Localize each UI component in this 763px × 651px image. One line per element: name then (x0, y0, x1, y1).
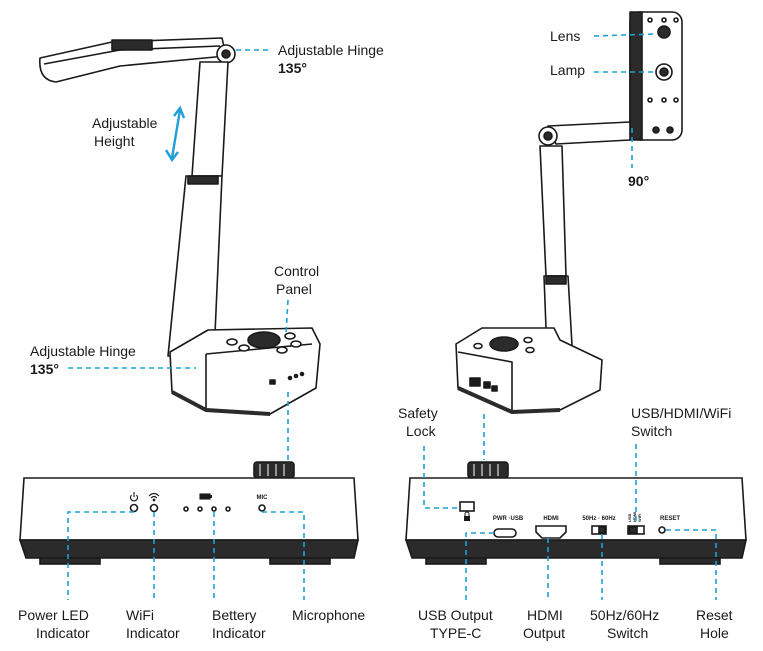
battery-label-2: Indicator (212, 625, 266, 641)
control-panel-label-2: Panel (276, 281, 312, 297)
hz-label-1: 50Hz/60Hz (590, 607, 659, 623)
hdmi-port (535, 525, 567, 539)
power-led-label-1: Power LED (18, 607, 89, 623)
height-arrow (164, 105, 186, 163)
microphone-label: Microphone (292, 607, 365, 623)
lower-arm (167, 175, 223, 357)
reset-label-1: Reset (696, 607, 733, 623)
microphone-hole (258, 504, 266, 512)
adjustable-hinge-top-label: Adjustable Hinge (278, 42, 384, 58)
reset-label-2: Hole (700, 625, 729, 641)
lens (657, 25, 671, 39)
mode-switch-label-2: Switch (631, 423, 672, 439)
lamp-label: Lamp (550, 62, 585, 78)
svg-text:HDMI: HDMI (632, 512, 637, 522)
camera-front-view (39, 37, 321, 416)
svg-text:WiFi: WiFi (637, 514, 642, 522)
safety-lock-label-2: Lock (406, 423, 437, 439)
angle-top-label: 135° (278, 60, 307, 76)
safety-lock-label-1: Safety (398, 405, 438, 421)
upper-arm (191, 61, 229, 177)
usb-c-port (493, 528, 517, 538)
wifi-led (149, 503, 159, 513)
mic-print: MIC (257, 495, 269, 501)
control-panel-label-1: Control (274, 263, 319, 279)
wifi-label-1: WiFi (126, 607, 154, 623)
angle-bottom-label: 135° (30, 361, 59, 377)
adjustable-height-label-2: Height (94, 133, 135, 149)
hdmi-label-1: HDMI (527, 607, 563, 623)
wifi-icon (148, 492, 160, 499)
adjustable-height-label-1: Adjustable (92, 115, 158, 131)
power-icon (129, 494, 139, 502)
hz-print: 50Hz · 60Hz (582, 516, 615, 522)
usb-output-label-2: TYPE-C (430, 625, 481, 641)
angle-head-label: 90° (628, 173, 649, 189)
battery-label-1: Bettery (212, 607, 256, 623)
camera-side-view (455, 11, 683, 414)
reset-hole (658, 526, 666, 534)
svg-text:USB: USB (627, 513, 632, 522)
pwr-usb-print: PWR ·USB (493, 516, 524, 522)
mode-switch-label-1: USB/HDMI/WiFi (631, 405, 731, 421)
usb-output-label-1: USB Output (418, 607, 493, 623)
hz-label-2: Switch (607, 625, 648, 641)
leader-lines (67, 33, 717, 600)
reset-print: RESET (660, 516, 680, 522)
labels: Adjustable Hinge 135° Adjustable Height … (18, 28, 733, 641)
hdmi-print: HDMI (543, 516, 559, 522)
adjustable-hinge-bottom-label: Adjustable Hinge (30, 343, 136, 359)
front-panel-strip (18, 461, 359, 565)
battery-icon (199, 493, 211, 500)
wifi-label-2: Indicator (126, 625, 180, 641)
hdmi-label-2: Output (523, 625, 565, 641)
power-led-label-2: Indicator (36, 625, 90, 641)
rear-panel-strip (404, 461, 747, 565)
power-led (129, 503, 139, 513)
control-dial (247, 331, 281, 349)
mode-switch-print: USB HDMI WiFi (627, 512, 642, 522)
lens-label: Lens (550, 28, 580, 44)
safety-lock-slot (459, 501, 475, 512)
front-panel-icons (129, 492, 213, 502)
lock-icon (464, 511, 470, 521)
